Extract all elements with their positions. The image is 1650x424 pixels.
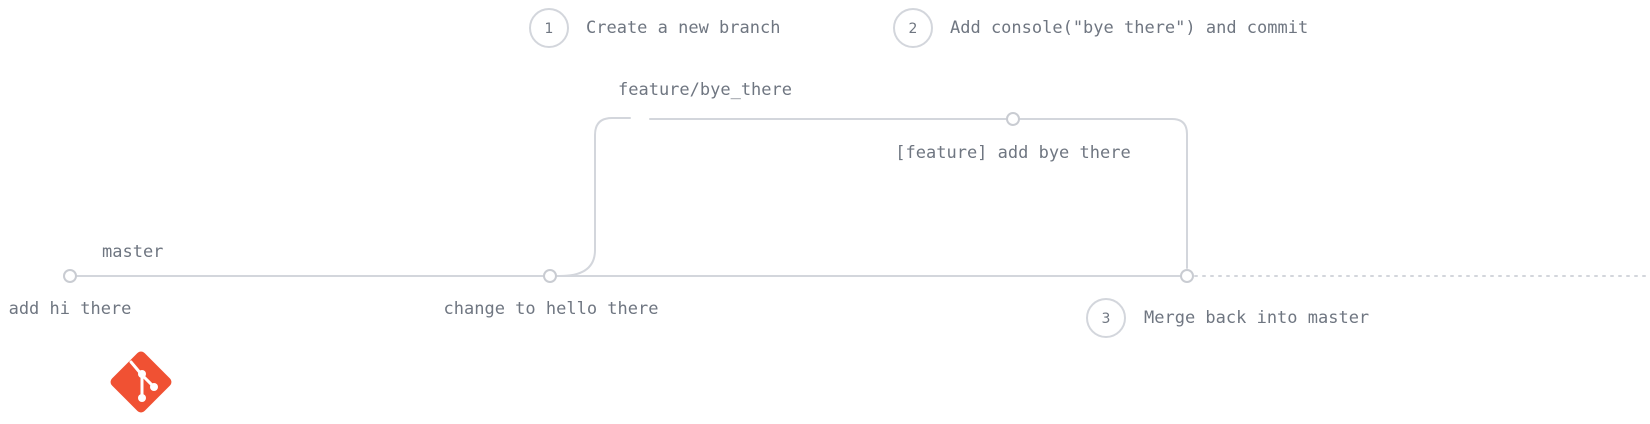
step-3-number: 3 (1102, 311, 1111, 327)
step-2-number: 2 (909, 21, 918, 37)
master-branch-label: master (102, 242, 163, 262)
commit-label-add-hi-there: add hi there (9, 299, 132, 319)
step-3-badge (1086, 298, 1126, 338)
step-1-badge (529, 8, 569, 48)
feature-branch-line-top (649, 118, 1188, 269)
commit-feature-add-bye-there[interactable] (1006, 112, 1020, 126)
step-3-text: Merge back into master (1144, 308, 1369, 328)
step-2-badge (893, 8, 933, 48)
commit-change-to-hello-there[interactable] (543, 269, 557, 283)
merge-commit[interactable] (1180, 269, 1194, 283)
feature-branch-line (559, 117, 631, 277)
step-1-text: Create a new branch (586, 18, 780, 38)
commit-label-change-to-hello-there: change to hello there (444, 299, 659, 319)
step-2-text: Add console("bye there") and commit (950, 18, 1308, 38)
git-logo-nodes (138, 370, 158, 402)
step-1-number: 1 (545, 21, 554, 37)
commit-label-feature-add-bye-there: [feature] add bye there (895, 143, 1130, 163)
feature-branch-label: feature/bye_there (618, 80, 792, 100)
commit-add-hi-there[interactable] (63, 269, 77, 283)
